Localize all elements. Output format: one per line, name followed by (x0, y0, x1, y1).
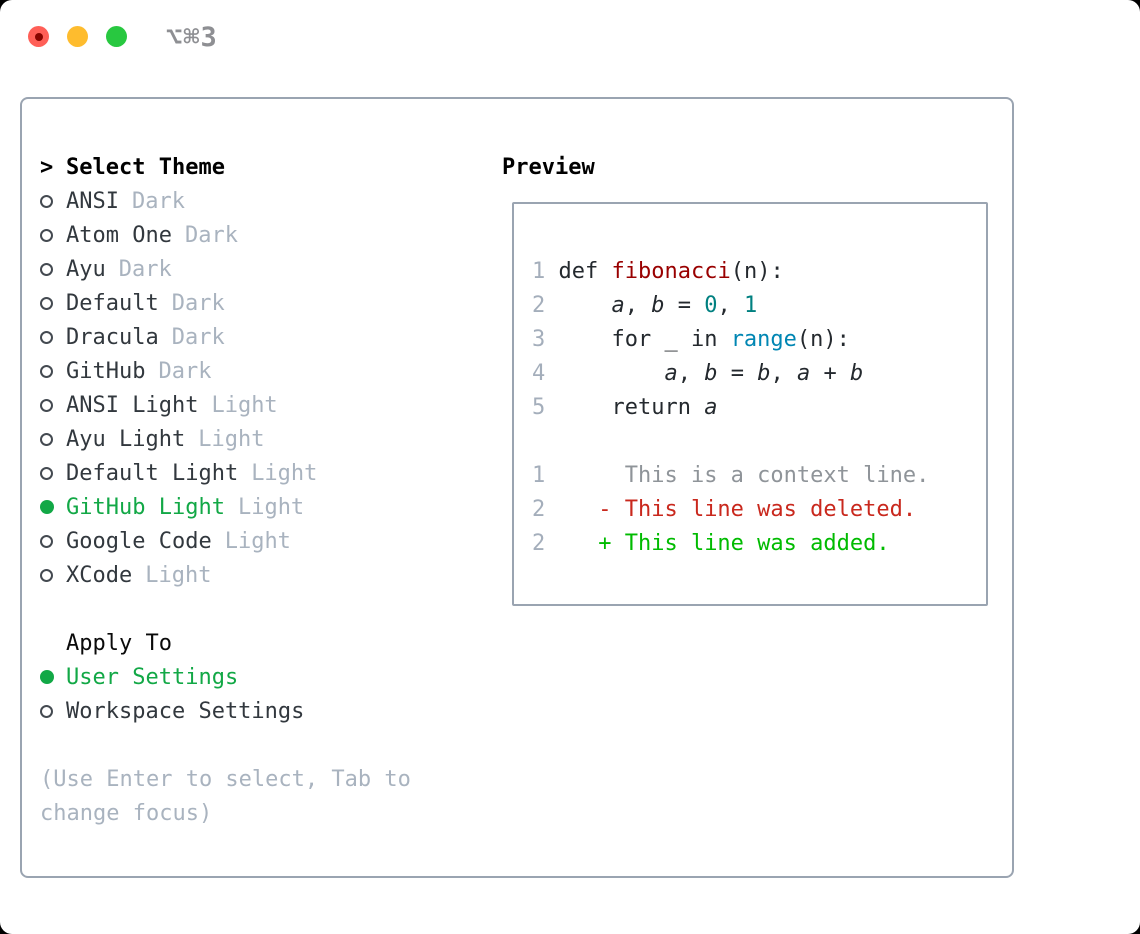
radio-unselected-icon (40, 398, 53, 412)
apply-option-user-settings[interactable]: User Settings (40, 660, 304, 694)
radio-unselected-icon (40, 364, 53, 378)
help-text: (Use Enter to select, Tab to change focu… (40, 762, 411, 830)
close-button[interactable] (28, 26, 49, 47)
minimize-button[interactable] (67, 26, 88, 47)
radio-unselected-icon (40, 534, 53, 548)
help-text-line1: (Use Enter to select, Tab to (40, 766, 411, 792)
radio-unselected-icon (40, 330, 53, 344)
titlebar: ⌥⌘3 (0, 0, 1140, 97)
code-line: 4 a, b = b, a + b (532, 360, 864, 386)
radio-unselected-icon (40, 568, 53, 582)
radio-unselected-icon (40, 228, 53, 242)
radio-selected-icon (40, 500, 54, 514)
preview-title: Preview (502, 154, 595, 180)
radio-unselected-icon (40, 466, 53, 480)
diff-context-line: 1 This is a context line. (532, 462, 930, 488)
apply-to-header: Apply To (40, 626, 304, 660)
radio-unselected-icon (40, 262, 53, 276)
radio-selected-icon (40, 670, 54, 684)
radio-unselected-icon (40, 194, 53, 208)
theme-list-header-label: Select Theme (66, 154, 225, 180)
apply-option-workspace-settings[interactable]: Workspace Settings (40, 694, 304, 728)
diff-added-line: 2 + This line was added. (532, 530, 890, 556)
help-text-line2: change focus) (40, 800, 213, 826)
radio-unselected-icon (40, 432, 53, 446)
code-line: 2 a, b = 0, 1 (532, 292, 758, 318)
radio-unselected-icon (40, 704, 53, 718)
diff-deleted-line: 2 - This line was deleted. (532, 496, 917, 522)
code-line: 1 def fibonacci(n): (532, 258, 784, 284)
traffic-lights (28, 26, 127, 47)
window-shortcut-label: ⌥⌘3 (166, 21, 218, 53)
code-line-blank (532, 424, 986, 458)
apply-to-header-label: Apply To (66, 630, 172, 656)
theme-list-header: > Select Theme (40, 150, 317, 184)
zoom-button[interactable] (106, 26, 127, 47)
preview-pane: 1 def fibonacci(n): 2 a, b = 0, 1 3 for … (512, 202, 988, 606)
apply-to-section: Apply To User Settings Workspace Setting… (40, 626, 304, 728)
cursor-marker: > (40, 154, 54, 180)
unsaved-indicator-dot (34, 32, 43, 41)
code-line: 5 return a (532, 394, 718, 420)
code-line: 3 for _ in range(n): (532, 326, 850, 352)
radio-unselected-icon (40, 296, 53, 310)
